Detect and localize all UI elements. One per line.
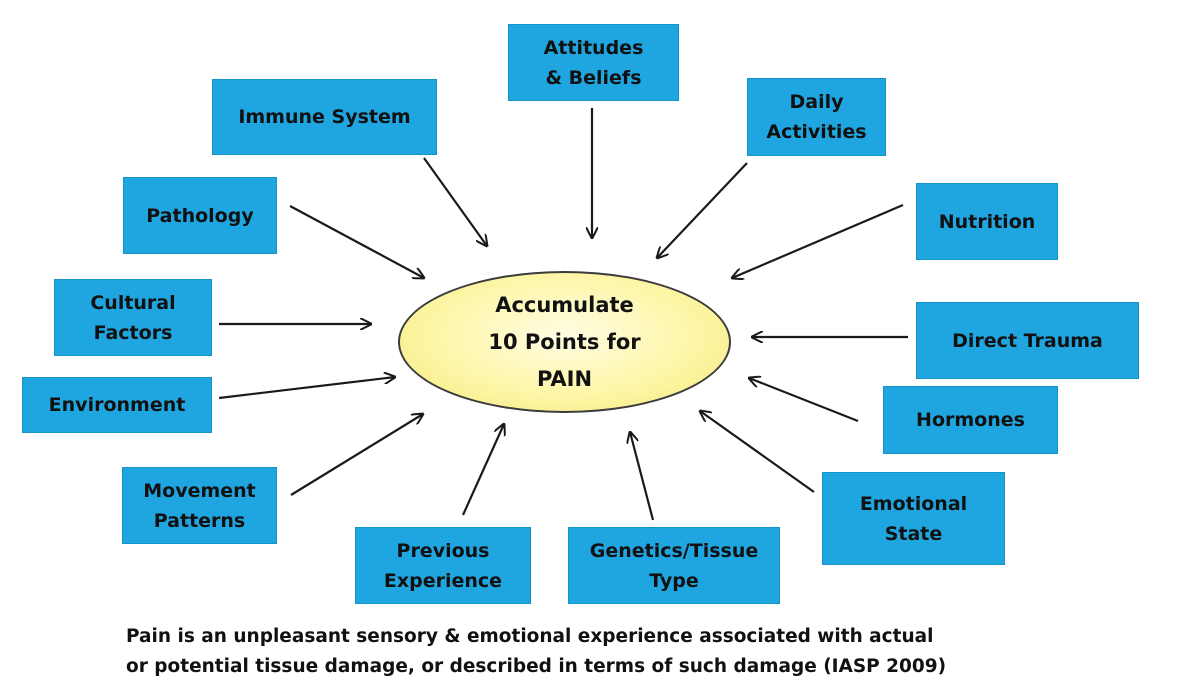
factor-label: Direct Trauma bbox=[952, 329, 1103, 352]
arrow-previous bbox=[461, 424, 504, 516]
factor-label: Genetics/Tissue bbox=[589, 539, 759, 562]
center-line: Accumulate bbox=[495, 292, 634, 317]
caption-line: Pain is an unpleasant sensory & emotiona… bbox=[126, 626, 934, 647]
factor-movement-patterns: Movement Patterns bbox=[122, 467, 277, 544]
factor-label: Previous bbox=[396, 539, 490, 562]
factor-genetics-tissue-type: Genetics/Tissue Type bbox=[568, 527, 780, 604]
factor-label: Environment bbox=[48, 394, 186, 416]
center-line: PAIN bbox=[536, 366, 593, 391]
arrow-daily bbox=[657, 162, 748, 258]
factor-immune-system: Immune System bbox=[212, 79, 437, 155]
factor-attitudes-beliefs: Attitudes & Beliefs bbox=[508, 24, 679, 101]
center-node-pain: Accumulate 10 Points for PAIN bbox=[398, 271, 731, 413]
factor-label: & Beliefs bbox=[545, 66, 642, 89]
arrow-nutrition bbox=[732, 203, 904, 278]
factor-label: Immune System bbox=[238, 106, 411, 128]
factor-label: Pathology bbox=[146, 204, 254, 227]
arrow-immune bbox=[423, 157, 487, 246]
factor-label: Experience bbox=[383, 569, 503, 592]
factor-label: Movement bbox=[143, 479, 256, 502]
arrow-genetics bbox=[630, 432, 655, 521]
arrow-emotional bbox=[700, 411, 815, 493]
factor-pathology: Pathology bbox=[123, 177, 277, 254]
factor-direct-trauma: Direct Trauma bbox=[916, 302, 1139, 379]
factor-label: Factors bbox=[93, 321, 173, 344]
factor-label: Nutrition bbox=[938, 210, 1036, 233]
factor-daily-activities: Daily Activities bbox=[747, 78, 886, 156]
factor-label: Patterns bbox=[153, 509, 246, 532]
definition-caption: Pain is an unpleasant sensory & emotiona… bbox=[126, 622, 1126, 682]
factor-label: Activities bbox=[766, 121, 867, 143]
factor-label: State bbox=[884, 522, 943, 545]
factor-label: Type bbox=[649, 569, 699, 592]
arrow-movement bbox=[290, 414, 423, 496]
arrow-hormones bbox=[749, 378, 859, 423]
factor-label: Attitudes bbox=[543, 36, 644, 59]
caption-line: or potential tissue damage, or described… bbox=[126, 656, 947, 677]
arrow-environment bbox=[218, 377, 395, 400]
factor-emotional-state: Emotional State bbox=[822, 472, 1005, 565]
factor-hormones: Hormones bbox=[883, 386, 1058, 454]
factor-nutrition: Nutrition bbox=[916, 183, 1058, 260]
center-line: 10 Points for bbox=[488, 329, 641, 354]
factor-label: Daily bbox=[789, 91, 844, 113]
factor-cultural-factors: Cultural Factors bbox=[54, 279, 212, 356]
factor-label: Cultural bbox=[90, 291, 176, 314]
arrow-pathology bbox=[289, 205, 424, 278]
factor-environment: Environment bbox=[22, 377, 212, 433]
factor-previous-experience: Previous Experience bbox=[355, 527, 531, 604]
factor-label: Hormones bbox=[916, 409, 1025, 431]
factor-label: Emotional bbox=[859, 492, 968, 515]
